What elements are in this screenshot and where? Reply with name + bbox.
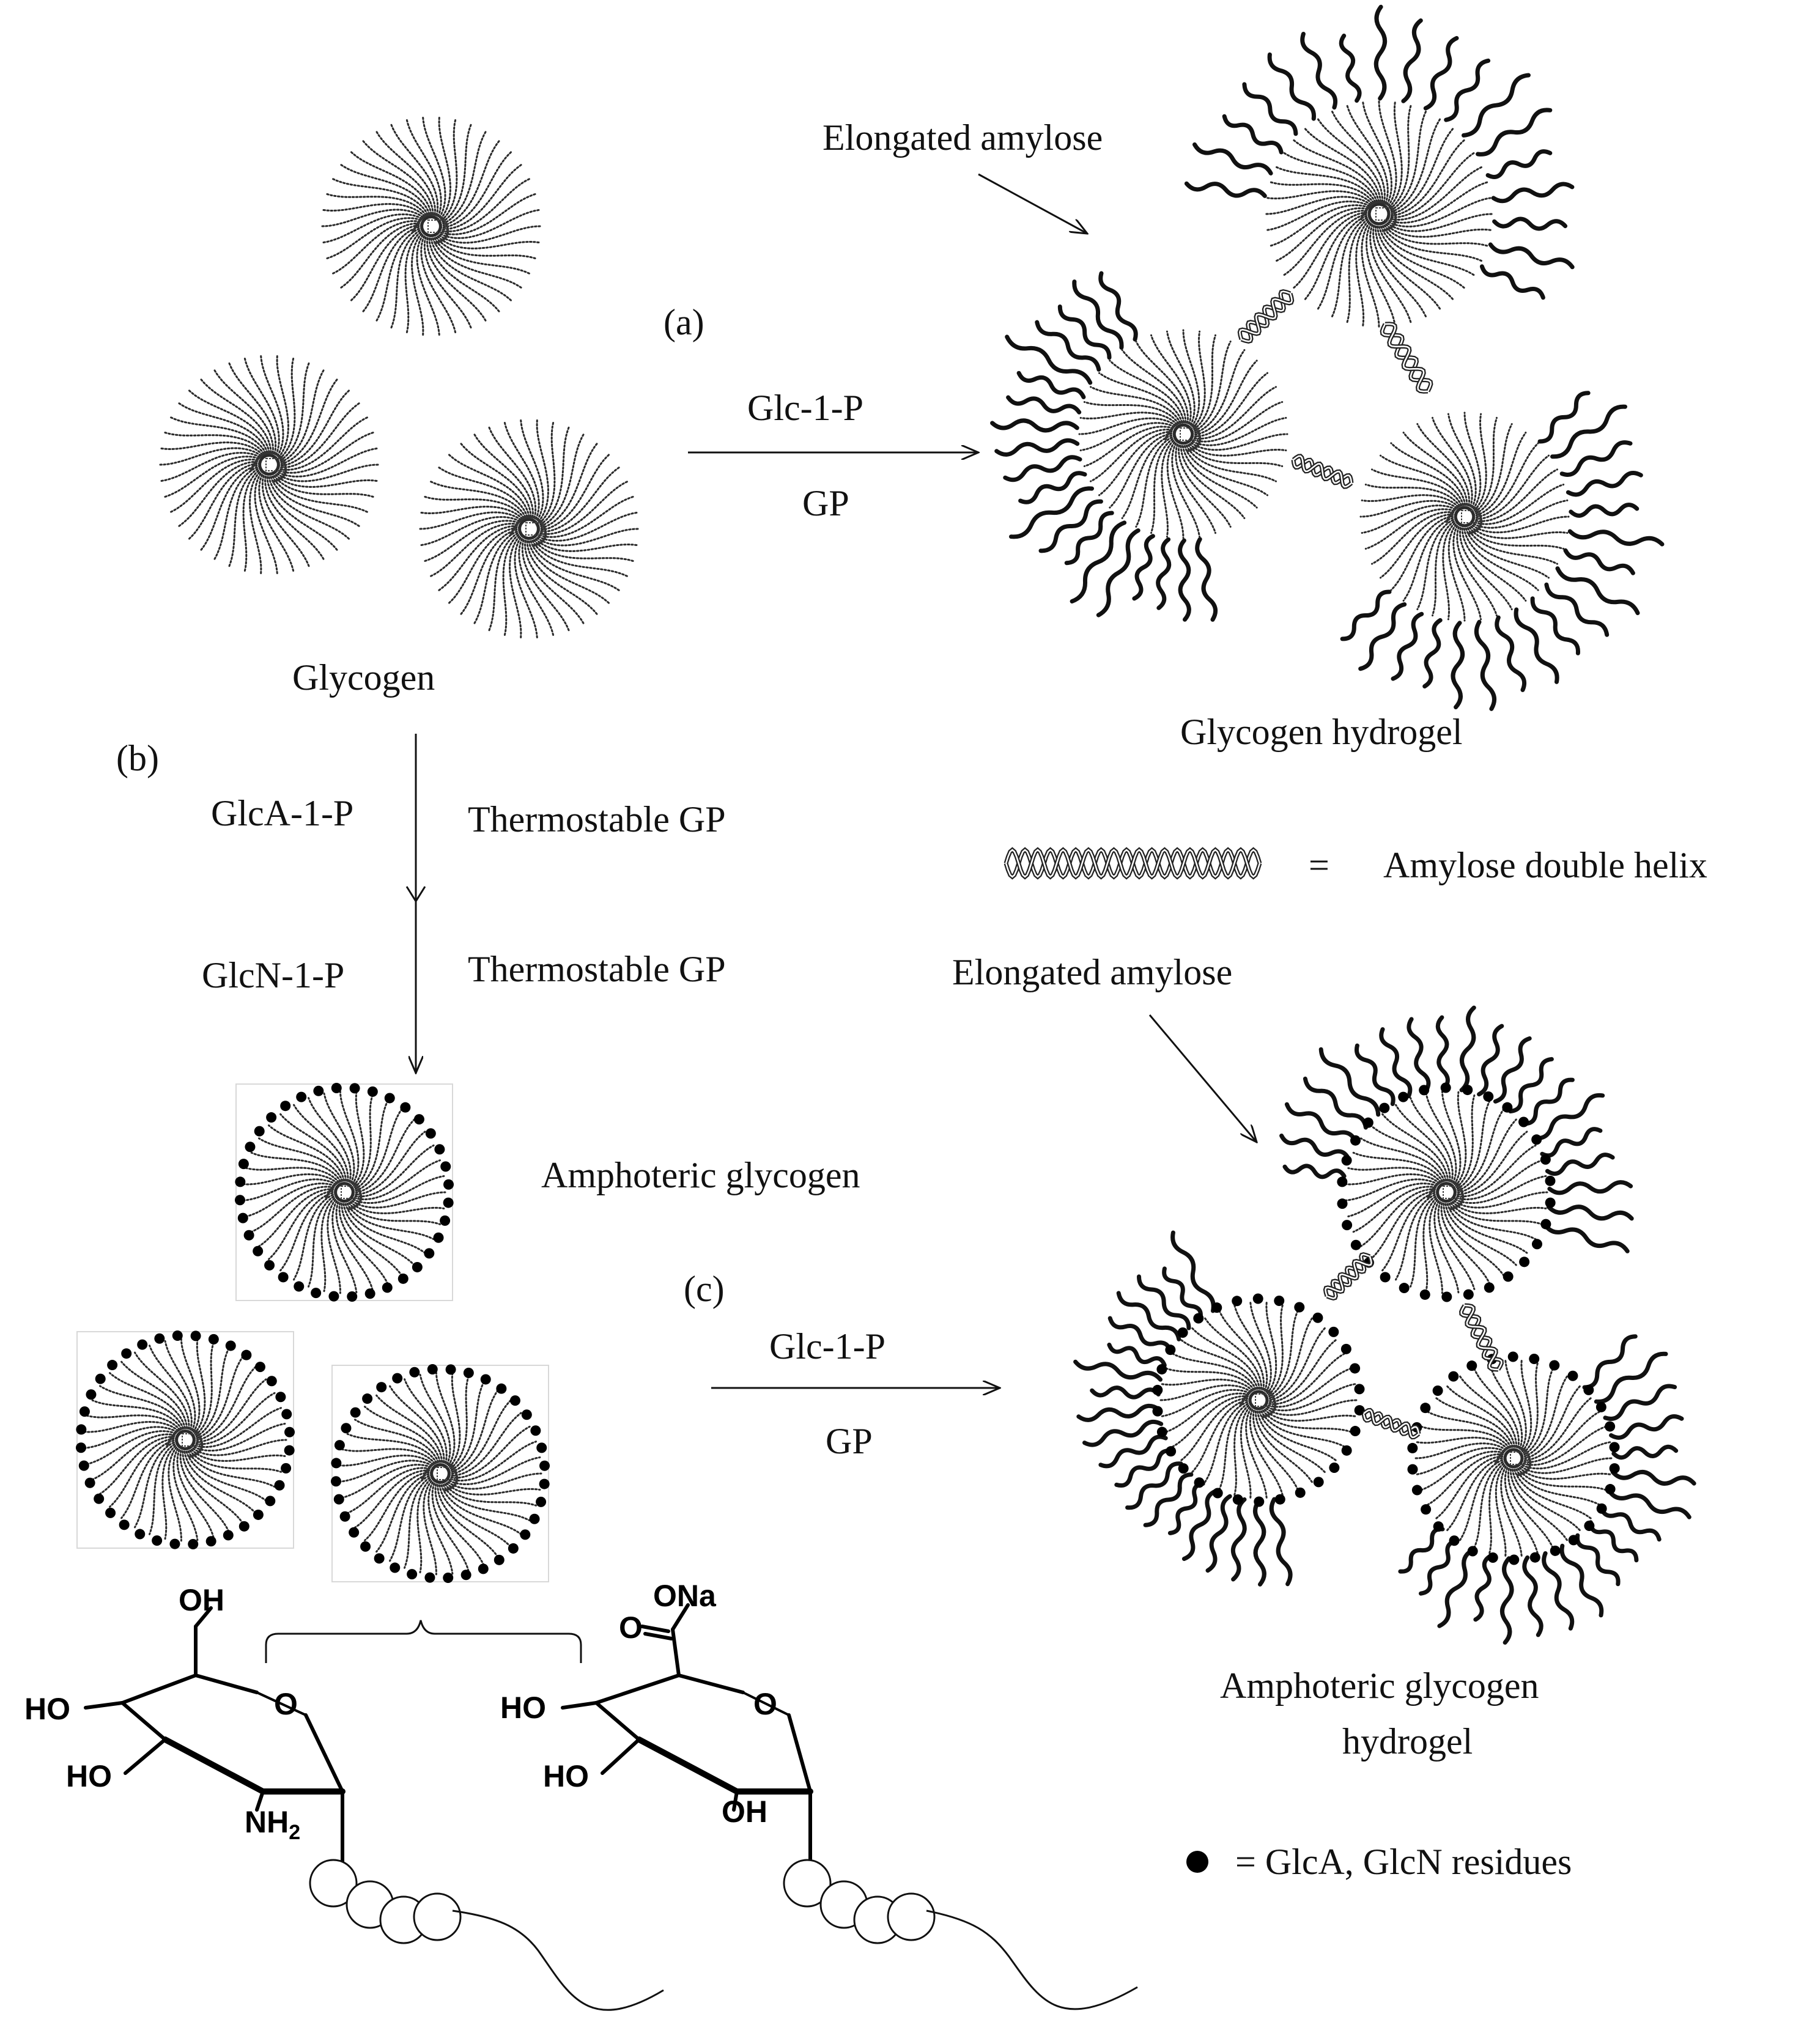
glycogen-particle — [1152, 1293, 1365, 1507]
amylose-double-helix — [1237, 289, 1295, 344]
glycogen-particle — [330, 1363, 550, 1584]
arrow-c-enzyme: GP — [826, 1421, 873, 1461]
amylose-double-helix — [1459, 1303, 1504, 1372]
residue-bracket — [265, 1620, 582, 1663]
legend-double-helix-text: Amylose double helix — [1383, 845, 1707, 885]
glca-residue-structure — [561, 1603, 813, 1864]
arrow-b-midhead — [405, 886, 426, 903]
arrow-c-substrate: Glc-1-P — [769, 1326, 885, 1367]
elongated-amylose-chains — [1073, 1230, 1293, 1587]
glycogen-particle — [1265, 100, 1493, 328]
glycogen-particle — [1359, 411, 1570, 622]
glca-oh: OH — [722, 1795, 767, 1829]
elongated-amylose-chains — [990, 271, 1218, 622]
glycogen-particle — [321, 117, 541, 336]
glycogen-particle — [419, 419, 639, 638]
arrow-b-enzyme-2: Thermostable GP — [468, 949, 726, 989]
glycogen-particle — [1407, 1351, 1620, 1565]
elongated-amylose-chains — [1398, 1334, 1696, 1645]
amphoteric-hydrogel-label-line2: hydrogel — [1342, 1721, 1473, 1762]
glcn-ho-lower: HO — [66, 1759, 112, 1793]
glcn-residue-structure — [84, 1606, 346, 1864]
pointer-elongated-amylose-top — [978, 173, 1087, 234]
arrow-b-substrate-1: GlcA-1-P — [211, 793, 354, 833]
amylose-double-helix — [1291, 454, 1354, 489]
glycogen-label: Glycogen — [292, 657, 435, 698]
arrow-a-enzyme: GP — [802, 483, 849, 523]
glycogen-particle — [1337, 1082, 1556, 1302]
glca-ona: ONa — [653, 1579, 716, 1613]
arrow-a-substrate: Glc-1-P — [747, 388, 863, 428]
glcn-ho-upper: HO — [24, 1692, 70, 1726]
amylose-chain-beads — [309, 1859, 1138, 2011]
glcn-nh2: NH2 — [245, 1805, 301, 1844]
elongated-amylose-label-top: Elongated amylose — [823, 117, 1103, 158]
glca-ho-lower: HO — [543, 1759, 589, 1793]
amylose-double-helix — [1004, 847, 1262, 880]
glycogen-particle — [1078, 329, 1288, 539]
amylose-double-helix — [1361, 1408, 1421, 1440]
legend-residue-dot-icon — [1186, 1851, 1208, 1873]
arrow-b-enzyme-1: Thermostable GP — [468, 799, 726, 839]
glcn-ring-o: O — [274, 1687, 298, 1721]
elongated-amylose-label-bottom: Elongated amylose — [952, 952, 1233, 992]
glycogen-particle — [234, 1082, 454, 1302]
amphoteric-hydrogel-label-line1: Amphoteric glycogen — [1220, 1666, 1539, 1706]
elongated-amylose-chains — [1184, 4, 1575, 300]
glca-ho-upper: HO — [500, 1691, 546, 1725]
amylose-double-helix — [1380, 322, 1433, 394]
pointer-elongated-amylose-bottom — [1148, 1014, 1257, 1142]
panel-label-a: (a) — [664, 302, 704, 342]
elongated-amylose-chains — [1279, 1005, 1634, 1253]
panel-label-c: (c) — [684, 1269, 725, 1309]
arrow-b-substrate-2: GlcN-1-P — [202, 955, 345, 995]
glycogen-particle — [159, 355, 379, 574]
glycogen-hydrogel-label: Glycogen hydrogel — [1180, 712, 1463, 752]
legend-double-helix-icon — [1004, 847, 1262, 880]
legend-equals: = — [1309, 845, 1329, 885]
amylose-double-helix — [1323, 1252, 1374, 1301]
glycogen-particle — [75, 1330, 295, 1550]
legend-residues-text: = GlcA, GlcN residues — [1235, 1842, 1572, 1882]
glycogen-hydrogel-illustration — [990, 4, 1665, 711]
panel-label-b: (b) — [116, 738, 159, 778]
glca-ring-o: O — [753, 1687, 777, 1721]
amphoteric-glycogen-particles — [75, 1082, 550, 1584]
glycogen-particles — [159, 117, 639, 638]
amphoteric-glycogen-label: Amphoteric glycogen — [541, 1155, 860, 1195]
glcn-oh-top: OH — [179, 1583, 224, 1617]
glca-carbonyl-o: O — [619, 1610, 643, 1645]
elongated-amylose-chains — [1340, 391, 1665, 711]
amphoteric-hydrogel-illustration — [1073, 1005, 1696, 1645]
